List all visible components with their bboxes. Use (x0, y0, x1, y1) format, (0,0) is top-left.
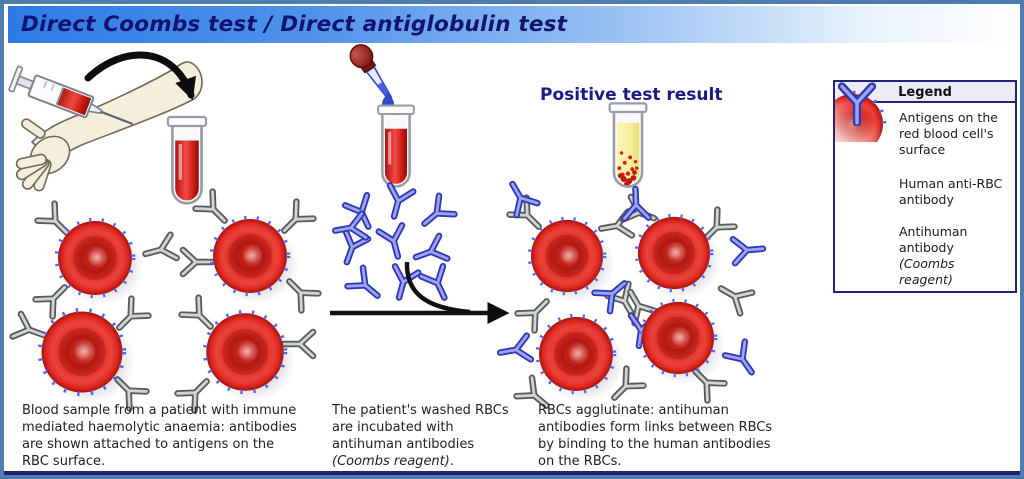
title-bar: Direct Coombs test / Direct antiglobulin… (8, 6, 1016, 43)
caption-result: RBCs agglutinate: antihuman antibodies f… (538, 403, 773, 469)
incubation-tube-icon (377, 104, 415, 188)
legend-label-antihuman-reagent: (Coombs reagent) (899, 256, 955, 287)
blood-draw-arrow-icon (84, 51, 196, 101)
legend-box: Legend Antigens on the red blood cell's … (833, 80, 1017, 293)
legend-label-human-antibody: Human anti-RBC antibody (899, 176, 1003, 207)
bottom-accent-bar (4, 471, 1020, 475)
legend-label-antihuman-text: Antihuman antibody (899, 224, 968, 255)
diagram-canvas: Positive test result Blood sample from a… (4, 4, 1020, 475)
legend-item-antihuman-antibody: Antihuman antibody (Coombs reagent) (835, 222, 1015, 288)
legend-label-antihuman-antibody: Antihuman antibody (Coombs reagent) (899, 222, 1011, 288)
legend-item-human-antibody: Human anti-RBC antibody (835, 174, 1015, 208)
caption-incubation-reagent: (Coombs reagent) (332, 454, 450, 469)
blood-tube-icon (166, 115, 208, 205)
diagram-illustration (8, 44, 1020, 475)
page-title: Direct Coombs test / Direct antiglobulin… (21, 12, 568, 37)
arm-icon (15, 61, 203, 192)
caption-incubation-suffix: . (449, 454, 454, 469)
caption-incubation-text: The patient's washed RBCs are incubated … (332, 403, 509, 452)
syringe-icon (8, 65, 134, 126)
antihuman-antibody-cluster-icon (333, 185, 455, 304)
caption-sample: Blood sample from a patient with immune … (22, 403, 297, 469)
legend-label-antigens: Antigens on the red blood cell's surface (899, 110, 998, 157)
agglutinated-rbc-network-icon (498, 178, 764, 415)
rbc-with-antibodies-icon (13, 192, 319, 411)
agglutination-tube-icon (608, 102, 648, 188)
caption-incubation: The patient's washed RBCs are incubated … (332, 402, 528, 470)
reaction-arrow-icon (330, 261, 510, 324)
positive-result-heading: Positive test result (540, 85, 723, 105)
dropper-icon (349, 44, 393, 101)
